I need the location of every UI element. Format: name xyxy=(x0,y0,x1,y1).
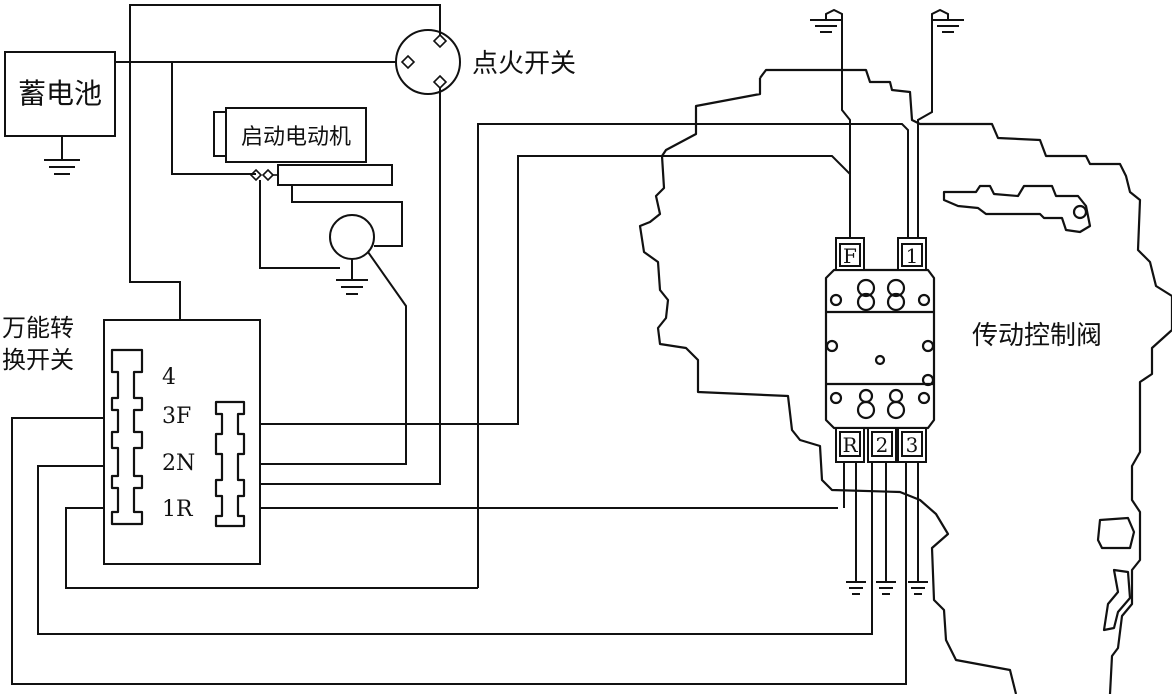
ignition-switch: 点火开关 xyxy=(395,29,576,95)
top-ground-right-icon xyxy=(932,19,964,33)
f-ground-wire xyxy=(825,8,851,238)
solenoid-r-label: R xyxy=(842,433,858,457)
solenoid-r: R xyxy=(835,427,865,463)
battery-ground-icon xyxy=(44,136,80,175)
switch-position-3f: 3F xyxy=(162,404,191,429)
solenoid-1-label: 1 xyxy=(906,244,919,268)
wire-to-solenoid-2 xyxy=(37,462,873,635)
solenoid-3-label: 3 xyxy=(906,433,919,457)
battery-label: 蓄电池 xyxy=(18,77,102,110)
1-ground-wire xyxy=(917,8,949,238)
wire-to-solenoid-3 xyxy=(11,417,907,685)
wire-loop-1 xyxy=(65,507,478,589)
battery: 蓄电池 xyxy=(4,51,116,175)
wire-3f-to-f xyxy=(260,155,851,425)
solenoid-3: 3 xyxy=(897,427,927,463)
selector-switch: 万能转 换开关 4 3F 2N 1R xyxy=(2,314,261,565)
starter-motor: 启动电动机 xyxy=(213,107,403,269)
ignition-2n-wire xyxy=(260,88,441,485)
switch-position-2n: 2N xyxy=(162,451,195,476)
motor-generator xyxy=(329,214,375,295)
selector-switch-label-1: 万能转 xyxy=(2,314,74,342)
generator-selector-wire xyxy=(260,251,407,465)
transmission-housing xyxy=(638,68,1172,694)
switch-position-1r: 1R xyxy=(162,497,194,522)
selector-switch-label-2: 换开关 xyxy=(2,346,74,374)
solenoid-f-label: F xyxy=(843,244,857,268)
starter-motor-label: 启动电动机 xyxy=(241,125,351,150)
battery-starter-wire xyxy=(171,62,256,175)
wire-to-solenoid-1 xyxy=(477,123,909,588)
solenoid-f: F xyxy=(835,237,865,271)
solenoid-1: 1 xyxy=(897,237,927,271)
switch-position-4: 4 xyxy=(162,365,176,390)
ignition-switch-label: 点火开关 xyxy=(472,49,576,79)
control-valve-label: 传动控制阀 xyxy=(972,321,1102,351)
solenoid-2-label: 2 xyxy=(876,433,889,457)
ignition-selector-wire xyxy=(129,4,441,320)
transmission-control-valve: 传动控制阀 xyxy=(824,268,1102,430)
top-ground-left-icon xyxy=(810,19,842,33)
solenoid-2: 2 xyxy=(867,427,897,463)
bottom-grounds xyxy=(843,462,928,595)
